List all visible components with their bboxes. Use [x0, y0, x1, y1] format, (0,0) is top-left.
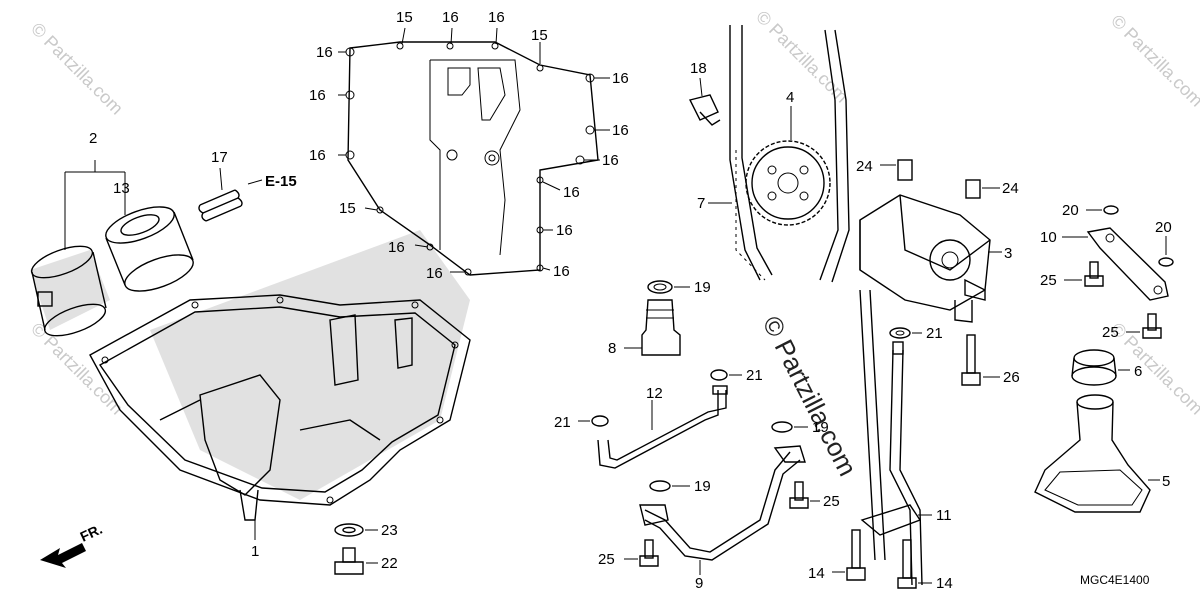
- drain-bolt-illustration: [334, 547, 364, 575]
- center-watermark: © Partzilla.com: [757, 311, 863, 481]
- callout-7: 7: [697, 195, 705, 212]
- callout-19-bottom: 19: [694, 478, 711, 495]
- callout-15-left: 15: [339, 200, 356, 217]
- callout-26: 26: [1003, 369, 1020, 386]
- callout-9: 9: [695, 575, 703, 592]
- callout-16-right-d: 16: [563, 184, 580, 201]
- oil-filter-illustration: [30, 206, 194, 337]
- callout-21-pump: 21: [926, 325, 943, 342]
- o-ring-19-bottom-illustration: [649, 480, 671, 492]
- callout-16-right-e: 16: [556, 222, 573, 239]
- oil-pump-chain-illustration: [729, 25, 850, 283]
- oil-pan-illustration: [89, 230, 471, 521]
- callout-16-left-c: 16: [309, 147, 326, 164]
- callout-19-mid: 19: [812, 419, 829, 436]
- callout-19-top: 19: [694, 279, 711, 296]
- bolt-14-left-illustration: [846, 529, 866, 581]
- callout-23: 23: [381, 522, 398, 539]
- oil-strainer-5-illustration: [1034, 394, 1151, 513]
- callout-8: 8: [608, 340, 616, 357]
- callout-16-right-c: 16: [602, 152, 619, 169]
- callout-25-bottom: 25: [598, 551, 615, 568]
- callout-17: 17: [211, 149, 228, 166]
- watermark-mid-left: © Partzilla.com: [27, 319, 127, 419]
- callout-3: 3: [1004, 245, 1012, 262]
- o-ring-19-top-illustration: [647, 280, 673, 294]
- callout-13: 13: [113, 180, 130, 197]
- callout-5: 5: [1162, 473, 1170, 490]
- bolt-25-mid-illustration: [789, 481, 809, 509]
- callout-25-right-mid: 25: [1102, 324, 1119, 341]
- oil-pressure-switch-illustration: [688, 94, 721, 126]
- oil-pump-sprocket-illustration: [745, 140, 831, 226]
- callout-15-right-top: 15: [531, 27, 548, 44]
- callout-18: 18: [690, 60, 707, 77]
- callout-2: 2: [89, 130, 97, 147]
- callout-11: 11: [936, 507, 952, 524]
- callout-21-right: 21: [746, 367, 763, 384]
- bolt-14-right-illustration: [897, 539, 917, 589]
- callout-25-mid: 25: [823, 493, 840, 510]
- callout-22: 22: [381, 555, 398, 572]
- callout-25-right-top: 25: [1040, 272, 1057, 289]
- callout-16-bottom-c: 16: [553, 263, 570, 280]
- front-arrow-icon: [40, 543, 86, 568]
- callout-16-left-a: 16: [316, 44, 333, 61]
- strainer-seal-6-illustration: [1071, 349, 1117, 386]
- o-ring-21-left-illustration: [591, 415, 609, 427]
- oil-pipe-12-illustration: [597, 385, 728, 469]
- drain-washer-illustration: [334, 523, 364, 537]
- washer-21-illustration: [889, 327, 911, 339]
- bolt-26-illustration: [961, 334, 981, 386]
- relief-spring-illustration: [198, 189, 243, 222]
- callout-16-right-b: 16: [612, 122, 629, 139]
- callout-16-bottom-a: 16: [388, 239, 405, 256]
- reference-e15: E-15: [265, 173, 297, 190]
- callout-16-bottom-b: 16: [426, 265, 443, 282]
- oil-pipe-9-illustration: [639, 445, 806, 561]
- callout-16-top-a: 16: [442, 9, 459, 26]
- watermark-top-center: © Partzilla.com: [752, 7, 852, 107]
- callout-24-left: 24: [856, 158, 873, 175]
- bolt-25-right-top-illustration: [1084, 261, 1104, 287]
- callout-16-right-a: 16: [612, 70, 629, 87]
- callout-14-right: 14: [936, 575, 953, 592]
- callout-6: 6: [1134, 363, 1142, 380]
- callout-10: 10: [1040, 229, 1057, 246]
- diagram-code: MGC4E1400: [1080, 573, 1150, 587]
- callout-1: 1: [251, 543, 259, 560]
- bolt-25-right-mid-illustration: [1142, 313, 1162, 339]
- callout-16-left-b: 16: [309, 87, 326, 104]
- callout-4: 4: [786, 89, 794, 106]
- watermark-top-right: © Partzilla.com: [1107, 11, 1200, 111]
- callout-21-left: 21: [554, 414, 571, 431]
- front-marker: FR.: [78, 521, 105, 545]
- watermark-mid-right: © Partzilla.com: [1107, 319, 1200, 419]
- callout-12: 12: [646, 385, 663, 402]
- o-ring-19-mid-illustration: [771, 421, 793, 433]
- washer-20-left-illustration: [1103, 205, 1119, 215]
- watermark-top-left: © Partzilla.com: [27, 19, 127, 119]
- callout-14-left: 14: [808, 565, 825, 582]
- callout-20-right: 20: [1155, 219, 1172, 236]
- washer-20-right-illustration: [1158, 257, 1174, 267]
- callout-20-left: 20: [1062, 202, 1079, 219]
- callout-15-top: 15: [396, 9, 413, 26]
- o-ring-21-right-illustration: [710, 369, 728, 381]
- oil-fitting-8-illustration: [641, 299, 681, 356]
- callout-16-top-b: 16: [488, 9, 505, 26]
- callout-24-right: 24: [1002, 180, 1019, 197]
- bolt-25-bottom-illustration: [639, 539, 659, 567]
- stay-10-illustration: [1086, 227, 1169, 301]
- crankcase-gasket-illustration: [345, 41, 599, 276]
- oil-pump-assembly-illustration: [859, 159, 991, 323]
